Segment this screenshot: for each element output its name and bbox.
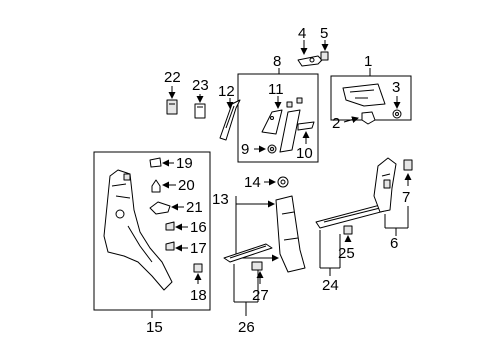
callout-14: 14	[244, 174, 261, 191]
callout-8: 8	[273, 53, 281, 70]
part-clip-5	[320, 51, 329, 61]
callout-16: 16	[190, 219, 207, 236]
callout-22: 22	[164, 69, 181, 86]
callout-3: 3	[392, 79, 400, 96]
callout-5: 5	[320, 25, 328, 42]
part-clip-20	[151, 179, 161, 193]
part-clip-18	[193, 263, 203, 273]
part-quarter-panel-15	[103, 169, 173, 291]
callout-27: 27	[252, 287, 269, 304]
part-clip-22	[166, 99, 178, 115]
callout-15: 15	[146, 319, 163, 336]
callout-18: 18	[190, 287, 207, 304]
part-trim-strip-12	[219, 99, 241, 141]
part-upper-trim-1	[342, 83, 386, 107]
callout-9: 9	[241, 141, 249, 158]
part-pillar-11	[261, 109, 283, 135]
callout-12: 12	[218, 83, 235, 100]
part-clip-16	[165, 221, 175, 231]
part-clip-17	[165, 241, 175, 251]
callout-20: 20	[178, 177, 195, 194]
callout-19: 19	[176, 155, 193, 172]
part-clip-9	[267, 144, 277, 154]
part-clip-7	[403, 159, 413, 171]
part-clip-2	[361, 111, 376, 125]
part-clip-23	[194, 103, 206, 119]
callout-24: 24	[322, 277, 339, 294]
callout-6: 6	[390, 235, 398, 252]
part-pillar-10	[279, 109, 315, 153]
part-clip-19	[149, 157, 162, 168]
callout-2: 2	[332, 115, 340, 132]
callout-11: 11	[268, 81, 284, 98]
part-clip-25	[343, 225, 353, 235]
callout-1: 1	[364, 53, 372, 70]
group-box-8	[237, 73, 319, 163]
part-bracket-21	[149, 201, 171, 215]
part-rear-trim-6	[373, 157, 397, 213]
callout-23: 23	[192, 77, 209, 94]
part-sill-plate-26	[223, 243, 273, 263]
callout-13: 13	[212, 191, 229, 208]
callout-21: 21	[186, 199, 203, 216]
part-center-pillar-13	[275, 195, 306, 273]
part-clip-3	[392, 109, 402, 119]
part-clip-4	[297, 55, 323, 67]
part-small-clips-8	[286, 97, 303, 108]
callout-10: 10	[296, 145, 313, 162]
callout-26: 26	[238, 319, 255, 336]
part-grommet-14	[277, 176, 289, 188]
callout-7: 7	[402, 189, 410, 206]
part-clip-27	[251, 261, 263, 271]
callout-4: 4	[298, 25, 306, 42]
callout-17: 17	[190, 240, 207, 257]
callout-25: 25	[338, 245, 355, 262]
part-rear-sill-24	[315, 203, 389, 229]
